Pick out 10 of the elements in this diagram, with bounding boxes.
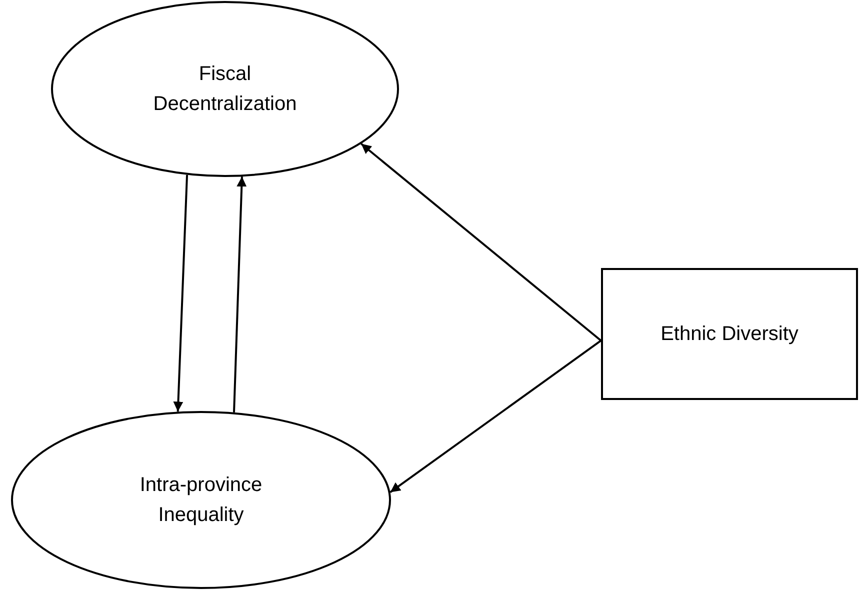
rectangle-node xyxy=(601,268,858,400)
node-label: Ethnic Diversity xyxy=(660,322,798,347)
arrow xyxy=(390,340,602,494)
arrow xyxy=(360,143,602,342)
node-label: Intra-province Inequality xyxy=(138,473,264,528)
ellipse-node xyxy=(51,1,399,177)
node-label: Fiscal Decentralization xyxy=(152,62,298,117)
arrow xyxy=(173,174,188,412)
arrow xyxy=(233,176,247,412)
ellipse-node xyxy=(11,411,391,589)
